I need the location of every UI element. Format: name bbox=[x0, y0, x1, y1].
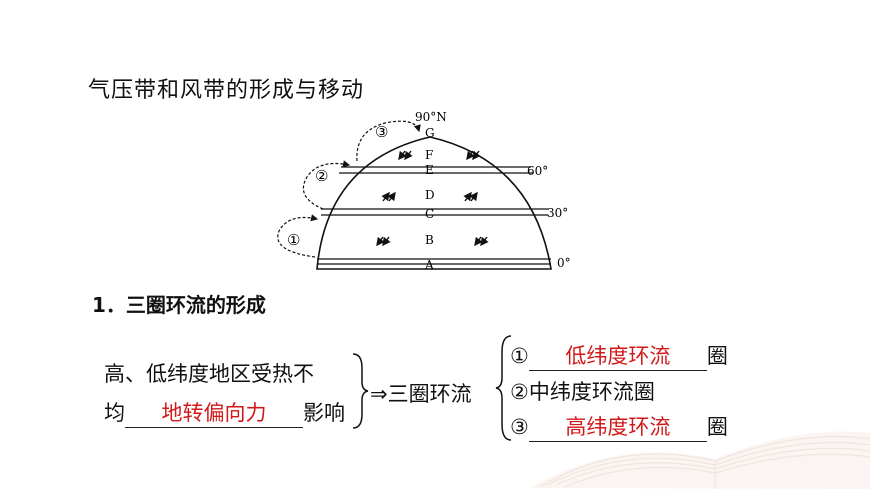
item-3-num: ③ bbox=[510, 415, 529, 439]
item-1-blank: 低纬度环流 bbox=[528, 340, 707, 371]
cause-line-2: 均 地转偏向力 影响 bbox=[104, 397, 345, 428]
left-brace bbox=[495, 335, 512, 441]
belt-letter-a: A bbox=[424, 258, 434, 272]
circle-label-1: ① bbox=[287, 231, 300, 249]
answer-coriolis: 地转偏向力 bbox=[161, 401, 267, 425]
lat-label-60: 60° bbox=[527, 164, 548, 178]
belt-letter-f: F bbox=[425, 148, 433, 162]
circle-label-3: ③ bbox=[375, 123, 388, 141]
circle-label-2: ② bbox=[315, 167, 328, 185]
circulation-loops bbox=[277, 120, 421, 258]
lat-label-90n: 90°N bbox=[415, 110, 447, 124]
belt-letter-e: E bbox=[425, 163, 434, 177]
item-2-num: ② bbox=[510, 380, 529, 404]
answer-low-latitude: 低纬度环流 bbox=[565, 344, 671, 368]
item-3-suffix: 圈 bbox=[706, 415, 728, 439]
item-2-text: 中纬度环流圈 bbox=[528, 380, 655, 404]
section-heading: 1．三圈环流的形成 bbox=[92, 293, 266, 317]
item-3: ③ 高纬度环流 圈 bbox=[510, 411, 728, 442]
item-1-num: ① bbox=[510, 344, 529, 368]
lat-label-30: 30° bbox=[547, 206, 568, 220]
lat-label-0: 0° bbox=[557, 256, 571, 270]
circulation-diagram: G F E D C B A 90°N 60° 30° 0° ③ ② ① bbox=[277, 110, 571, 272]
cause-suffix: 影响 bbox=[303, 401, 345, 425]
implies-arrow: ⇒ bbox=[370, 382, 388, 406]
wind-arrows bbox=[376, 150, 489, 247]
answer-high-latitude: 高纬度环流 bbox=[565, 415, 671, 439]
item-3-blank: 高纬度环流 bbox=[528, 411, 707, 442]
item-1: ① 低纬度环流 圈 bbox=[510, 340, 728, 371]
book-decoration bbox=[530, 431, 870, 489]
item-1-suffix: 圈 bbox=[706, 344, 728, 368]
belt-letter-c: C bbox=[425, 207, 434, 221]
slide-title: 气压带和风带的形成与移动 bbox=[88, 78, 365, 103]
cause-line-1: 高、低纬度地区受热不 bbox=[104, 362, 314, 386]
answer-blank: 地转偏向力 bbox=[125, 397, 303, 428]
item-2: ②中纬度环流圈 bbox=[510, 376, 655, 406]
cause-prefix: 均 bbox=[104, 401, 125, 425]
hemisphere-outline bbox=[316, 136, 552, 270]
result-line: ⇒三圈环流 bbox=[370, 378, 472, 408]
right-brace bbox=[352, 353, 369, 429]
belt-letter-d: D bbox=[425, 188, 435, 202]
three-cell-circulation: 三圈环流 bbox=[387, 382, 472, 406]
belt-letter-g: G bbox=[425, 126, 435, 140]
belt-letter-b: B bbox=[425, 233, 434, 247]
